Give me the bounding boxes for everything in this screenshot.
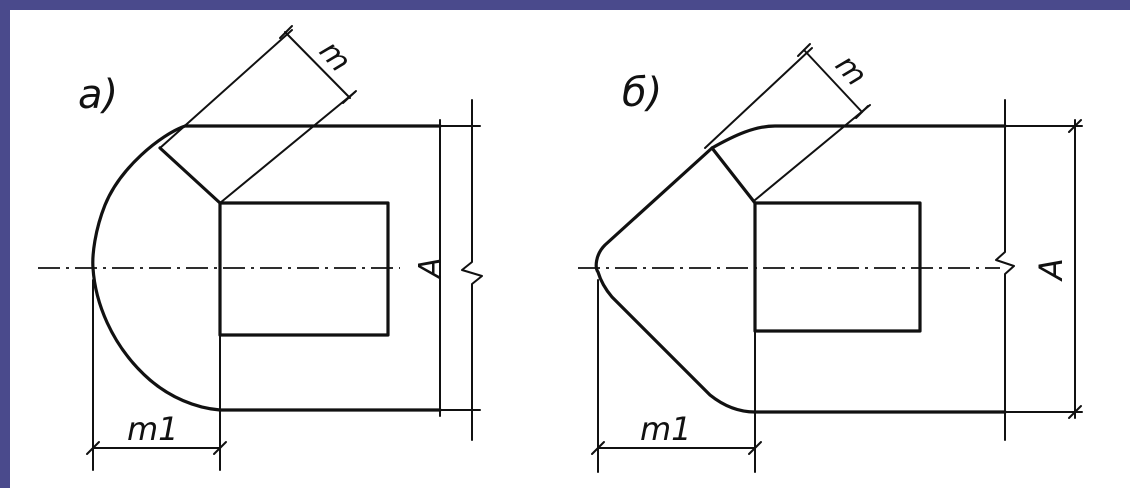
figure-a-m-tick-1 <box>279 25 293 39</box>
figure-a: m A m1 a) <box>38 25 483 471</box>
figure-b-m1-tick-1 <box>591 441 605 455</box>
figure-a-break-line <box>461 99 483 441</box>
figure-b-outer-contour <box>594 124 1007 414</box>
figure-a-m1-tick-2 <box>213 441 227 455</box>
figure-a-m-dimension-line <box>284 31 351 99</box>
figure-b-m-tick-1 <box>797 43 811 57</box>
figure-a-m-tick-2 <box>342 90 357 104</box>
figure-a-m-extension-2 <box>219 91 356 204</box>
figure-b-m-dimension-line <box>803 49 863 113</box>
figure-a-m1-label: m1 <box>127 410 179 448</box>
figure-a-m-extension-1 <box>159 29 293 149</box>
figure-b-break-line <box>995 99 1015 441</box>
figure-a-A-label: A <box>413 257 448 280</box>
figure-b-m-label: m <box>828 48 874 93</box>
figure-a-m-label: m <box>312 34 358 79</box>
figure-a-bevel-line <box>158 146 222 205</box>
figure-a-m1-tick-1 <box>86 441 100 455</box>
figure-b-m1-label: m1 <box>640 410 692 448</box>
drawing-frame: m A m1 a) m <box>10 10 1130 488</box>
figure-b-m1-tick-2 <box>748 441 762 455</box>
figure-a-inner-rect <box>218 201 390 337</box>
figure-b-m-extension-1 <box>704 47 813 149</box>
figure-b-m-tick-2 <box>855 105 869 119</box>
figure-b-label: б) <box>622 70 662 116</box>
figure-a-label: a) <box>78 72 118 118</box>
figure-b-bevel-line <box>710 146 757 205</box>
figure-b-A-tick-2 <box>1068 405 1082 419</box>
figure-b-A-label: A <box>1032 258 1070 282</box>
figure-b-m-extension-2 <box>754 104 871 201</box>
technical-drawing: m A m1 a) m <box>38 25 1083 473</box>
figure-b: m A m1 б) <box>578 43 1083 473</box>
figure-b-inner-rect <box>753 201 922 333</box>
figure-b-A-tick-1 <box>1068 119 1082 133</box>
